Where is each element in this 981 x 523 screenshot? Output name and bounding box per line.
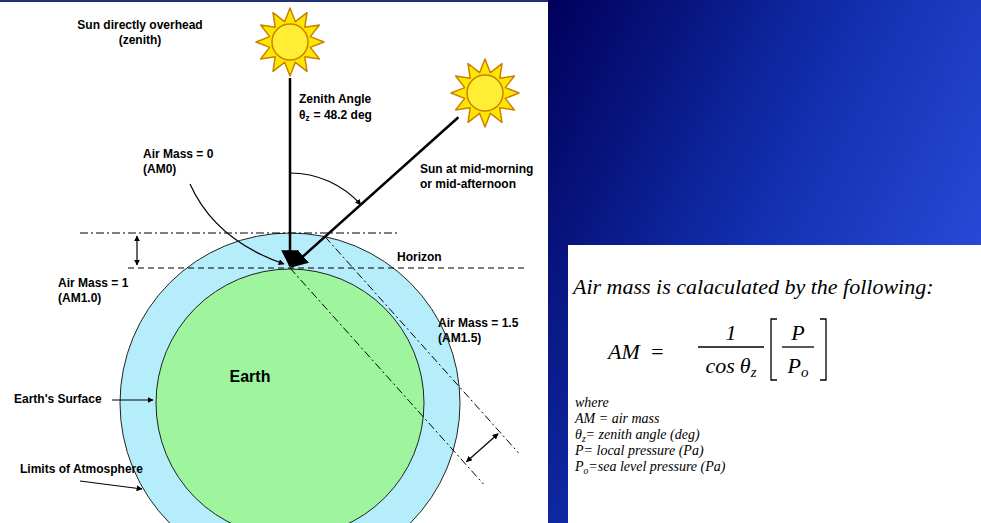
label-text: Air mass is calaculated by the following… [573, 274, 934, 299]
label-text: Air Mass = 1.5 (AM1.5) [438, 316, 518, 345]
subscript: o [584, 466, 589, 476]
subscript: o [801, 364, 808, 380]
label-line: cosθz [698, 353, 764, 378]
earth-shape [155, 268, 425, 523]
label-line: Air Mass = 1.5 (AM1.5) [438, 316, 518, 346]
atmosphere-circle [120, 233, 460, 523]
fraction-bar [698, 346, 764, 347]
label-line: Air Mass = 1 (AM1.0) [58, 276, 128, 306]
label-text: P [575, 459, 584, 474]
formula-panel [568, 245, 981, 523]
label-line: Zenith Angle [299, 92, 371, 107]
label-line: 1 [698, 320, 764, 345]
label-line: Po [780, 353, 816, 378]
label-line: Air mass is calaculated by the following… [573, 274, 934, 299]
label-line: Earth's Surface [14, 392, 102, 407]
label-text: 1 [726, 320, 737, 345]
sun-slant [451, 59, 519, 127]
label-text: Air Mass = 0 (AM0) [143, 147, 213, 176]
label-text: AM = air mass [575, 411, 660, 426]
zenith-ray [289, 78, 292, 266]
top-rule [0, 0, 548, 2]
am0-leader [190, 184, 284, 264]
label-line: Limits of Atmosphere [20, 462, 143, 477]
subscript: z [751, 364, 757, 380]
label-line: where [575, 395, 609, 411]
left-bracket [771, 319, 777, 380]
label-line: Sun directly overhead (zenith) [70, 18, 210, 48]
label-text: where [575, 395, 609, 410]
node-label: Earth [230, 367, 271, 386]
label-text: = [650, 339, 665, 364]
label-text: Sun at mid-morning or mid-afternoon [420, 162, 533, 191]
label-text: AM [608, 339, 640, 364]
zenith-angle-arc [290, 173, 361, 205]
sun-zenith [256, 8, 324, 76]
fraction-bar [782, 346, 814, 347]
label-text: = zenith angle (deg) [586, 427, 700, 442]
atmosphere-top-line [80, 233, 400, 234]
surface-leader [112, 399, 153, 400]
earth-outline [156, 269, 424, 523]
label-text: P [791, 320, 804, 345]
label-text: Zenith Angle [299, 92, 371, 106]
label-text: θ [299, 108, 306, 122]
subscript: z [582, 434, 586, 444]
label-text: Air Mass = 1 (AM1.0) [58, 276, 128, 305]
label-text: P= local pressure (Pa) [575, 443, 704, 458]
label-text: Limits of Atmosphere [20, 462, 143, 476]
right-bracket [820, 319, 826, 380]
subscript: z [306, 114, 310, 123]
label-text: P [788, 353, 801, 378]
label-line: P [780, 320, 816, 345]
label-line: Po=sea level pressure (Pa) [575, 459, 725, 475]
label-text: Earth's Surface [14, 392, 102, 406]
label-line: θz= zenith angle (deg) [575, 427, 700, 443]
am15-dimension [467, 434, 499, 462]
atmosphere-leader [80, 481, 142, 489]
label-line: AM = air mass [575, 411, 660, 427]
label-line: Air Mass = 0 (AM0) [143, 147, 213, 177]
path-line-top [325, 237, 518, 453]
label-text: θ [740, 353, 751, 378]
label-text: θ [575, 427, 582, 442]
horizon-line [128, 268, 527, 269]
label-line: Horizon [397, 250, 442, 265]
label-line: P= local pressure (Pa) [575, 443, 704, 459]
slant-ray [292, 117, 459, 266]
earth-circle: Earth [155, 268, 425, 523]
label-text: cos [706, 353, 735, 378]
label-line: θz = 48.2 deg [299, 108, 372, 123]
label-text: = 48.2 deg [314, 108, 372, 122]
label-line: AM = [608, 339, 665, 364]
label-text: Sun directly overhead (zenith) [77, 18, 202, 47]
label-text: Horizon [397, 250, 442, 264]
am1-dimension [136, 236, 137, 265]
path-line-surface [290, 268, 483, 484]
label-line: Sun at mid-morning or mid-afternoon [420, 162, 533, 192]
blue-panel [548, 0, 981, 523]
label-text: =sea level pressure (Pa) [588, 459, 725, 474]
